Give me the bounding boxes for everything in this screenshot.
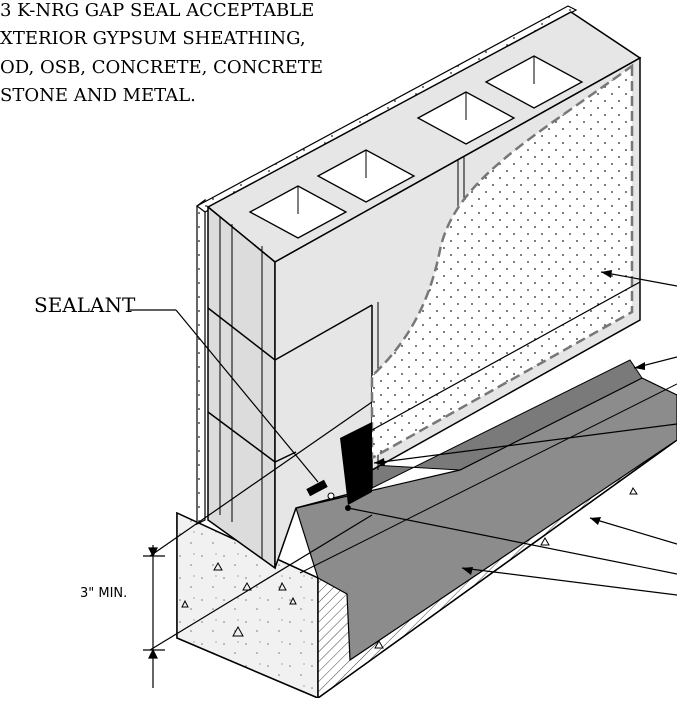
note-line-3: OD, OSB, CONCRETE, CONCRETE [0,57,323,78]
sheathing-board [195,5,578,525]
flashing-membrane [295,359,677,662]
gap-seal [306,422,372,511]
note-line-4: STONE AND METAL. [0,85,196,106]
note-line-2: XTERIOR GYPSUM SHEATHING, [0,28,306,49]
arrowheads [374,270,645,575]
min-dimension-label: 3" MIN. [80,586,128,601]
leader-lines [130,271,677,651]
note-line-1: 3 K-NRG GAP SEAL ACCEPTABLE [0,0,315,21]
dimension-3-min [143,545,165,688]
sealant-label: SEALANT [34,293,136,317]
exterior-sheathing [370,63,634,461]
